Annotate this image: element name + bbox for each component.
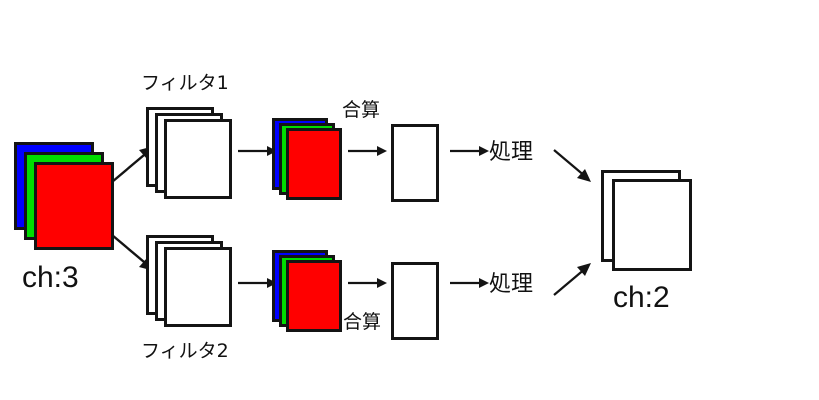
filter-label-bottom: フィルタ2 (141, 340, 229, 362)
sum-result-sheet-top (391, 124, 439, 202)
sum-label-bottom: 合算 (343, 311, 382, 333)
process-label-bottom: 処理 (489, 272, 534, 297)
arrow-sum-to-process-bottom-icon (450, 272, 490, 294)
output-channel-sheet (612, 179, 692, 271)
filter-sheet (164, 119, 232, 199)
arrow-sum-to-process-top-icon (450, 140, 490, 162)
filter-stack-top (146, 107, 246, 207)
arrow-map-to-sum-top-icon (348, 140, 388, 162)
process-label-top: 処理 (489, 140, 534, 165)
arrow-process-to-output-top-icon (552, 148, 594, 184)
input-channel-red (34, 162, 114, 250)
featuremap-channel-red (286, 128, 342, 200)
filter-stack-bottom (146, 235, 246, 335)
filter-label-top: フィルタ1 (141, 72, 229, 94)
featuremap-stack-bottom (272, 250, 362, 340)
input-channel-label: ch:3 (22, 261, 79, 294)
output-channel-stack (601, 170, 711, 280)
featuremap-stack-top (272, 118, 362, 208)
sum-label-top: 合算 (342, 99, 381, 121)
input-channel-stack (14, 142, 124, 257)
filter-sheet (164, 247, 232, 327)
sum-result-sheet-bottom (391, 262, 439, 340)
featuremap-channel-red (286, 260, 342, 332)
output-channel-label: ch:2 (613, 281, 670, 314)
arrow-process-to-output-bottom-icon (552, 262, 594, 298)
arrow-map-to-sum-bottom-icon (348, 272, 388, 294)
